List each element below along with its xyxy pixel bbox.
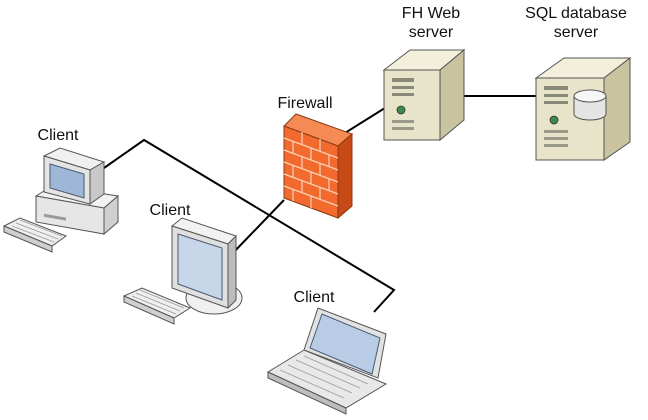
client-monitor-label: Client [149, 202, 191, 219]
database-server-icon [534, 56, 632, 161]
laptop-icon [266, 307, 388, 415]
web-server-label-line2: server [408, 24, 454, 41]
web-server-label: FH Web server [396, 4, 466, 42]
sql-server-label-line1: SQL database [525, 5, 627, 22]
brick-firewall-icon [283, 113, 353, 220]
firewall-label: Firewall [277, 95, 333, 112]
server-tower-icon [382, 48, 466, 142]
web-server-label-line1: FH Web [401, 5, 461, 22]
link-firewall-monitor [231, 199, 285, 255]
client-desktop-label: Client [37, 127, 79, 144]
link-desktop-laptop [103, 138, 396, 313]
sql-server-label-line2: server [553, 24, 599, 41]
client-laptop-label: Client [293, 289, 335, 306]
sql-server-label: SQL database server [520, 4, 632, 42]
database-cylinder-icon [573, 89, 607, 121]
lcd-monitor-icon [122, 217, 243, 325]
desktop-computer-icon [2, 147, 120, 253]
